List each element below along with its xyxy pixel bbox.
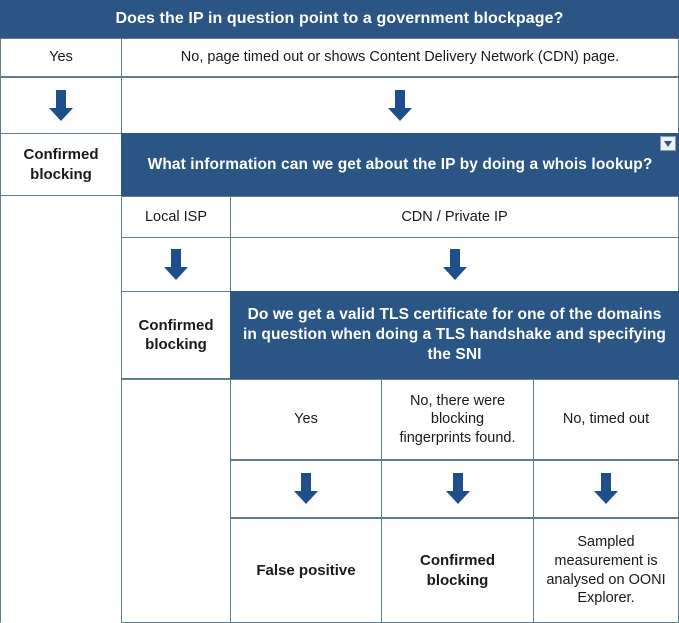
cell-confirmed-blocking-2-text: Confirmed blocking (138, 316, 214, 353)
cell-local-isp-text: Local ISP (144, 208, 208, 225)
arrow-cell-left-1 (0, 77, 122, 134)
down-arrow-icon (594, 473, 618, 504)
arrow-cell-right-2 (230, 237, 679, 292)
title-banner: Does the IP in question point to a gover… (0, 0, 679, 38)
down-arrow-icon (442, 248, 467, 280)
left-empty-column (0, 196, 122, 623)
mid-empty-column (121, 379, 231, 623)
cell-tls-yes: Yes (230, 379, 382, 460)
down-arrow-icon (294, 473, 318, 504)
whois-banner-text: What information can we get about the IP… (147, 155, 653, 173)
cell-no-blockpage: No, page timed out or shows Content Deli… (121, 38, 679, 77)
cell-tls-no-fingerprints-text: No, there were blocking fingerprints fou… (399, 392, 516, 446)
cell-confirmed-blocking-3: Confirmed blocking (381, 518, 534, 623)
arrow-cell-3-3 (533, 460, 679, 518)
chevron-down-icon[interactable] (660, 136, 676, 151)
cell-cdn-private-ip: CDN / Private IP (230, 196, 679, 238)
cell-yes-blockpage: Yes (0, 38, 122, 77)
cell-tls-no-timed-out: No, timed out (533, 379, 679, 460)
cell-false-positive: False positive (230, 518, 382, 623)
whois-banner: What information can we get about the IP… (121, 133, 679, 196)
down-arrow-icon (49, 89, 73, 121)
arrow-cell-1-3 (230, 460, 382, 518)
cell-confirmed-blocking-1: Confirmed blocking (0, 133, 122, 196)
down-arrow-icon (164, 248, 188, 280)
cell-yes-blockpage-text: Yes (49, 49, 73, 66)
tls-banner: Do we get a valid TLS certificate for on… (230, 291, 679, 379)
title-banner-text: Does the IP in question point to a gover… (115, 9, 564, 27)
arrow-cell-2-3 (381, 460, 534, 518)
cell-false-positive-text: False positive (256, 561, 356, 579)
cell-confirmed-blocking-3-text: Confirmed blocking (420, 552, 495, 589)
down-arrow-icon (445, 473, 470, 504)
tls-banner-text: Do we get a valid TLS certificate for on… (243, 306, 666, 363)
cell-confirmed-blocking-1-text: Confirmed blocking (23, 146, 99, 183)
arrow-cell-left-2 (121, 237, 231, 292)
cell-sampled-measurement: Sampled measurement is analysed on OONI … (533, 518, 679, 623)
cell-no-blockpage-text: No, page timed out or shows Content Deli… (180, 49, 620, 66)
cell-confirmed-blocking-2: Confirmed blocking (121, 291, 231, 379)
cell-tls-no-fingerprints: No, there were blocking fingerprints fou… (381, 379, 534, 460)
cell-cdn-private-ip-text: CDN / Private IP (401, 208, 508, 225)
chevron-down-glyph (664, 140, 672, 147)
cell-tls-yes-text: Yes (294, 411, 318, 428)
down-arrow-icon (388, 89, 412, 121)
cell-tls-no-timed-out-text: No, timed out (562, 411, 650, 428)
cell-local-isp: Local ISP (121, 196, 231, 238)
arrow-cell-right-1 (121, 77, 679, 134)
cell-sampled-measurement-text: Sampled measurement is analysed on OONI … (546, 534, 666, 607)
